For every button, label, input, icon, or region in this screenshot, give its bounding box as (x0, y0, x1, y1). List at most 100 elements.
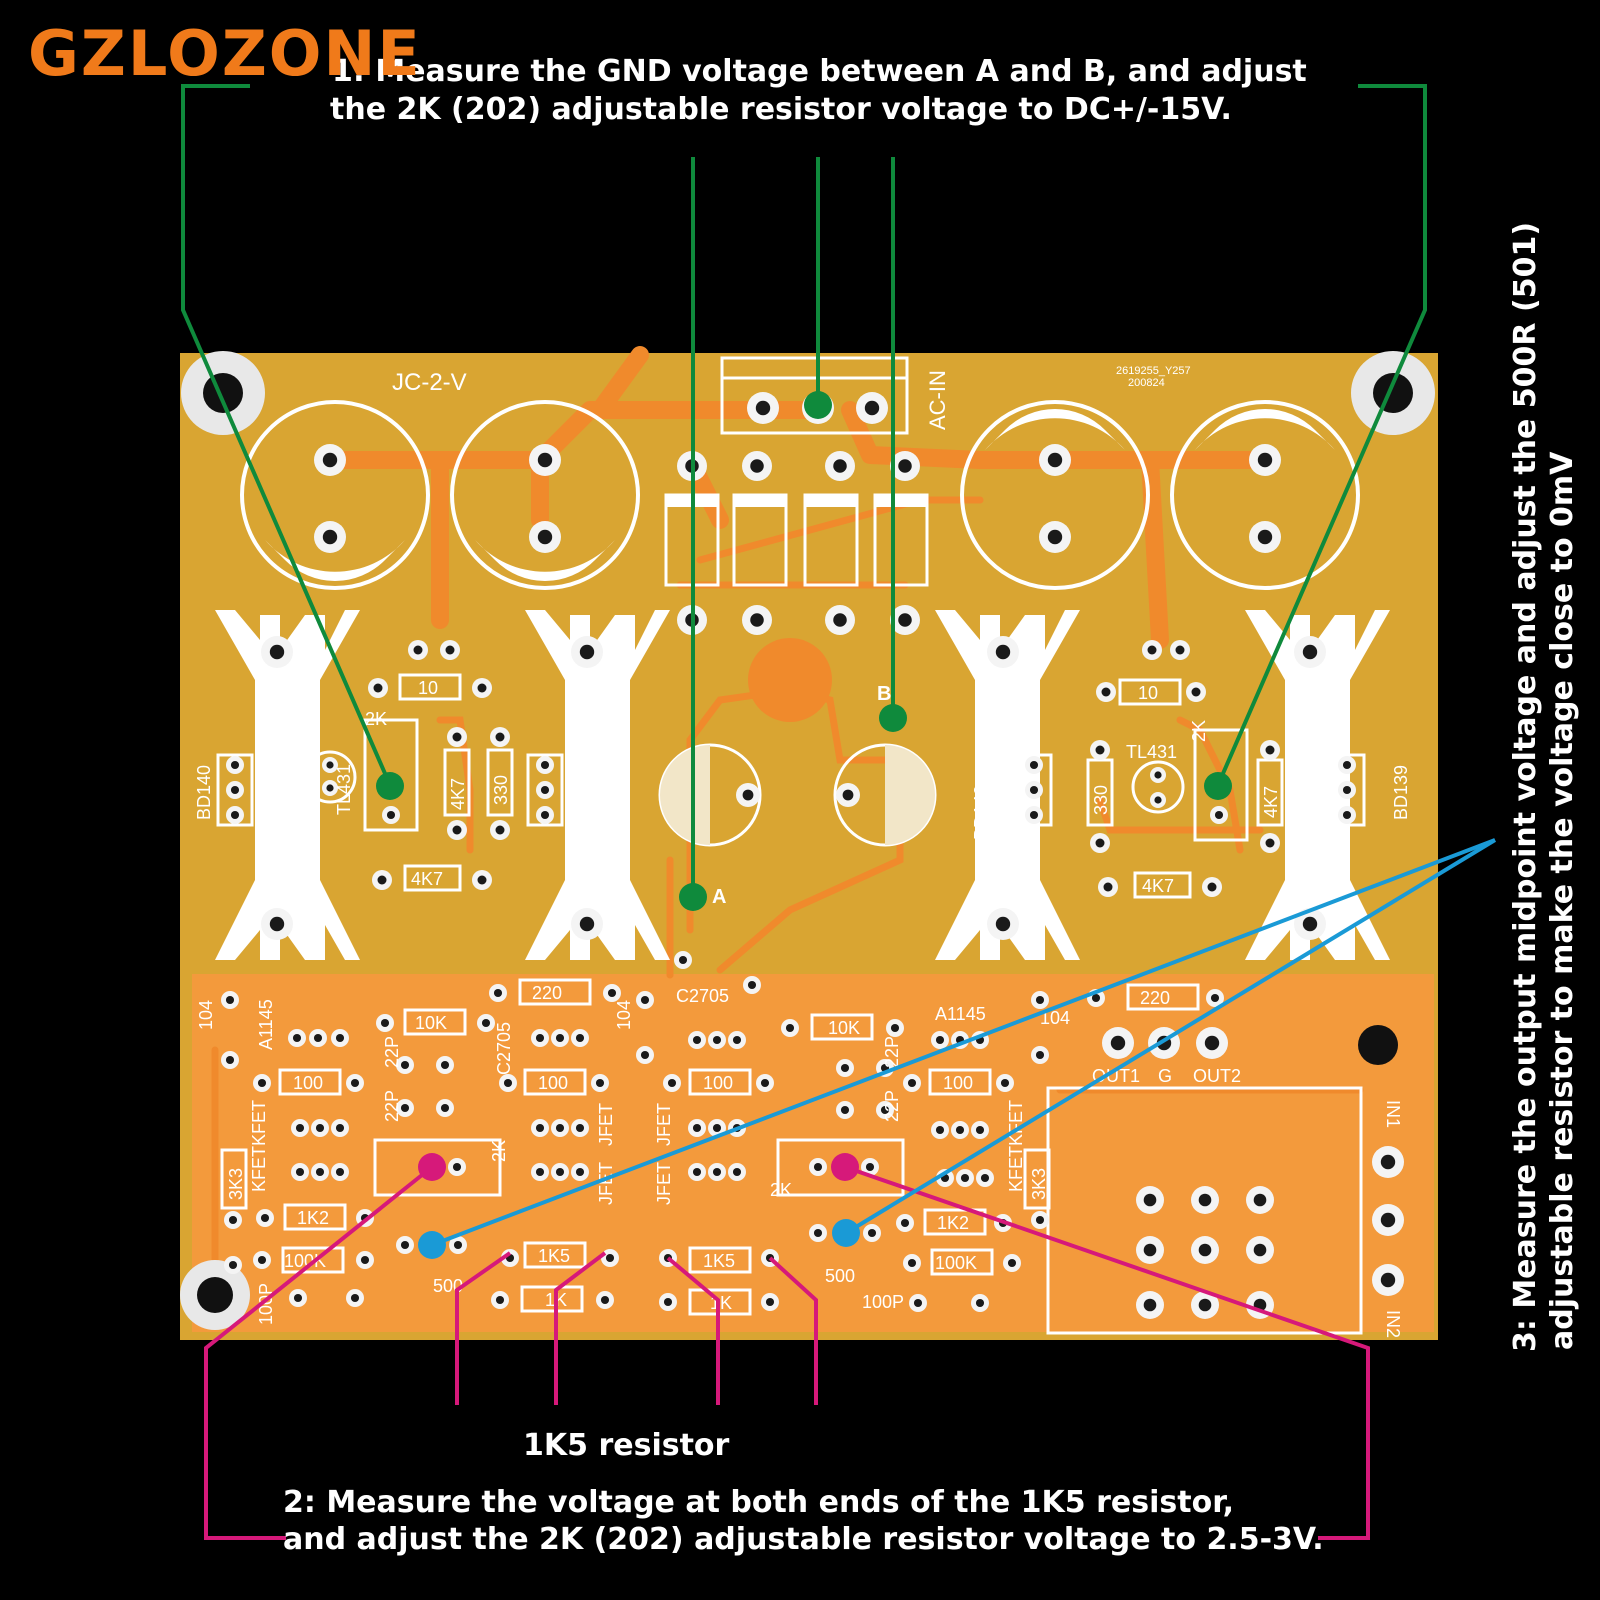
pad-hole (413, 645, 423, 655)
pad-hole (293, 1293, 303, 1303)
pad-hole (225, 1055, 235, 1065)
a1145-left-label: A1145 (256, 999, 276, 1050)
pad-hole (380, 1018, 390, 1028)
pad-hole (477, 875, 487, 885)
pad-hole (230, 785, 240, 795)
r220-left-label: 220 (532, 983, 562, 1003)
pad-hole (907, 1258, 917, 1268)
pad-hole (1198, 1298, 1212, 1312)
pad-hole (840, 1105, 850, 1115)
trim2k-pre-left-label: 2K (489, 1140, 509, 1162)
pad-hole (935, 1125, 945, 1135)
pad-hole (900, 1218, 910, 1228)
pad-hole (1007, 1258, 1017, 1268)
point-a-label: A (712, 886, 726, 908)
pad-hole (1000, 1078, 1010, 1088)
out2-label: OUT2 (1193, 1066, 1241, 1086)
pad-hole (1143, 1193, 1157, 1207)
pad-hole (1342, 760, 1352, 770)
green-leader-left (181, 84, 392, 786)
kfet-1-label: KFET (249, 1100, 269, 1146)
pad-hole (1265, 745, 1275, 755)
pad-hole (1302, 916, 1318, 932)
trim2k-right-label: 2K (1189, 720, 1209, 742)
pad-hole (867, 1228, 877, 1238)
trim2k-pre-right-label: 2K (770, 1180, 792, 1200)
pad-hole (692, 1123, 702, 1133)
pad-hole (1154, 771, 1162, 779)
pad-hole (269, 916, 285, 932)
mounting-holes (180, 351, 1435, 1330)
pad-hole (833, 459, 847, 473)
center-pad (748, 638, 832, 722)
r1k2-right-label: 1K2 (937, 1213, 969, 1233)
pad-hole (555, 1123, 565, 1133)
pad-hole (1198, 1193, 1212, 1207)
pad-hole (1198, 1243, 1212, 1257)
pad-hole (292, 1033, 302, 1043)
pad-hole (326, 761, 334, 769)
r330-left-label: 330 (491, 775, 511, 805)
pad-hole (445, 645, 455, 655)
pad-hole (1047, 452, 1063, 468)
pad-hole (663, 1297, 673, 1307)
pad-hole (535, 1123, 545, 1133)
c22p-1-label: 22P (382, 1090, 402, 1122)
pad-hole (452, 732, 462, 742)
pad-hole (257, 1078, 267, 1088)
pad-hole (678, 955, 688, 965)
pad-hole (579, 644, 595, 660)
r4k7-v-left-label: 4K7 (448, 778, 468, 810)
pad-hole (750, 613, 764, 627)
pad-hole (1191, 687, 1201, 697)
step3-leader-lines (431, 838, 1497, 1247)
pad-hole (386, 810, 396, 820)
pad-hole (1029, 760, 1039, 770)
bd139-label: BD139 (1391, 765, 1411, 820)
pad-hole (667, 1078, 677, 1088)
pad-hole (400, 1060, 410, 1070)
pad-hole (373, 683, 383, 693)
solder-pads (221, 392, 1404, 1319)
pad-hole (605, 1253, 615, 1263)
pad-hole (575, 1167, 585, 1177)
pad-hole (535, 1033, 545, 1043)
step1-text-line2: the 2K (202) adjustable resistor voltage… (330, 92, 1232, 127)
magenta-leader-1k5-c (666, 1256, 720, 1405)
bd140-3-label: BD140 (971, 785, 991, 840)
pad-hole (225, 995, 235, 1005)
r100k-left-label: 100K (284, 1251, 326, 1271)
c22p-4-label: 22P (882, 1036, 902, 1068)
pcb-board (180, 346, 1438, 1340)
pad-hole (935, 1035, 945, 1045)
c2705-label: C2705 (676, 986, 729, 1006)
pad-hole (692, 1035, 702, 1045)
step2-text-line1: 2: Measure the voltage at both ends of t… (283, 1485, 1234, 1520)
pad-hole (913, 1298, 923, 1308)
pad-hole (1253, 1193, 1267, 1207)
pad-hole (537, 529, 553, 545)
pad-hole (865, 1162, 875, 1172)
green-leader-right (1216, 84, 1427, 786)
pad-hole (495, 1295, 505, 1305)
pad-hole (535, 1167, 545, 1177)
pad-hole (350, 1078, 360, 1088)
kfet-3-label: KFET (1006, 1100, 1026, 1146)
pad-hole (335, 1033, 345, 1043)
pad-hole (295, 1167, 305, 1177)
pad-hole (1342, 785, 1352, 795)
pad-hole (607, 988, 617, 998)
pad-hole (842, 789, 854, 801)
trim2k-left-label: 2K (365, 709, 387, 729)
probe-point-b (879, 704, 907, 732)
pad-hole (1175, 645, 1185, 655)
pad-hole (230, 760, 240, 770)
magenta-leader-left (204, 1165, 434, 1540)
capacitor-polarity-marks (265, 408, 1335, 582)
pad-hole (1207, 882, 1217, 892)
heatsink-outlines (215, 610, 1390, 960)
step1-probe-points (376, 391, 1232, 911)
r220-right-label: 220 (1140, 988, 1170, 1008)
